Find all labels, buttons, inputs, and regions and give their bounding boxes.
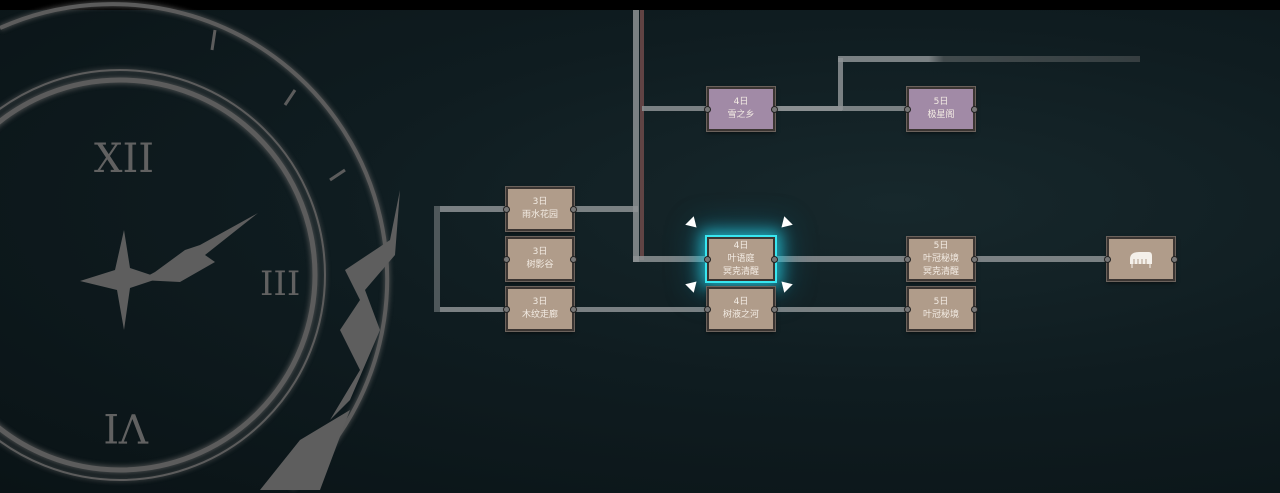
node-day: 4日 (733, 240, 749, 251)
stage-node-leaf-crown-realm-awaken[interactable]: 5日叶冠秘境冥克清醒 (904, 236, 978, 282)
clock-numeral-3: III (260, 264, 300, 304)
stage-node-tree-shadow-valley[interactable]: 3日树影谷 (503, 236, 577, 282)
node-day: 3日 (532, 247, 548, 257)
path-line (633, 256, 1107, 262)
stage-node-rain-garden[interactable]: 3日雨水花园 (503, 186, 577, 232)
stage-node-leaf-crown-realm[interactable]: 5日叶冠秘境 (904, 286, 978, 332)
path-line (775, 106, 908, 111)
node-day: 3日 (532, 297, 548, 307)
clock-numeral-12: XII (94, 136, 154, 182)
top-letterbox (0, 0, 1280, 10)
node-name: 叶冠秘境 (922, 253, 959, 264)
piano-icon (1130, 252, 1152, 268)
node-day: 5日 (933, 240, 949, 251)
node-name: 木纹走廊 (521, 310, 558, 320)
path-line (640, 10, 644, 260)
node-day: 4日 (733, 297, 749, 307)
node-name: 树液之河 (722, 310, 759, 320)
path-line (838, 56, 1140, 62)
node-day: 5日 (933, 297, 949, 307)
node-name: 雨水花园 (521, 210, 558, 220)
path-line (838, 58, 843, 110)
path-line (633, 10, 639, 262)
stage-node-polar-star-pavilion[interactable]: 5日极星阁 (904, 86, 978, 132)
stage-node-leaf-court-selected[interactable]: 4日叶语庭冥克清醒 (704, 235, 778, 283)
clock-emblem: XII III VI (0, 1, 400, 491)
stage-node-sap-river[interactable]: 4日树液之河 (704, 286, 778, 332)
clock-numeral-6: VI (103, 404, 149, 450)
stage-node-piano[interactable] (1104, 236, 1178, 282)
stage-node-wood-corridor[interactable]: 3日木纹走廊 (503, 286, 577, 332)
path-line (434, 206, 440, 312)
node-day: 5日 (933, 97, 949, 107)
path-line (440, 307, 908, 312)
node-subtitle: 冥克清醒 (922, 266, 959, 277)
node-name: 雪之乡 (727, 110, 755, 120)
node-name: 树影谷 (526, 260, 554, 270)
node-day: 3日 (532, 197, 548, 207)
node-day: 4日 (733, 97, 749, 107)
stage-node-snow-village[interactable]: 4日雪之乡 (704, 86, 778, 132)
node-name: 叶冠秘境 (922, 310, 959, 320)
node-name: 叶语庭 (727, 253, 755, 264)
node-subtitle: 冥克清醒 (722, 266, 759, 277)
node-name: 极星阁 (927, 110, 955, 120)
